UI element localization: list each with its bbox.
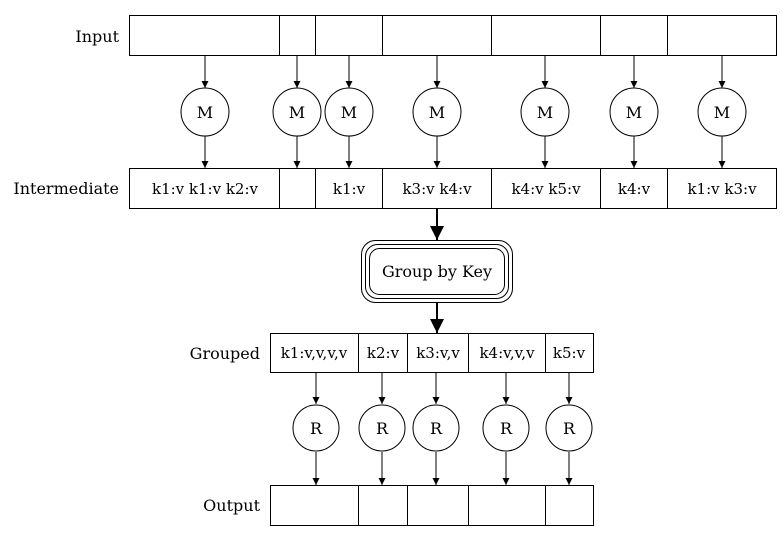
output-cell (270, 485, 359, 526)
output-row-label: Output (203, 496, 260, 515)
input-cell (600, 15, 668, 56)
intermediate-row-label: Intermediate (13, 179, 119, 198)
intermediate-cell-text: k4:v (618, 180, 651, 198)
grouped-cell-text: k4:v,v,v (479, 344, 535, 362)
reduce-node: R (482, 404, 530, 452)
reduce-node: R (292, 404, 340, 452)
intermediate-cell (382, 168, 492, 209)
input-cell (279, 15, 316, 56)
input-row-label: Input (75, 27, 119, 46)
reduce-node-label: R (430, 419, 443, 438)
reduce-node-label: R (500, 419, 513, 438)
grouped-cell-text: k3:v,v (416, 344, 460, 362)
output-cell (407, 485, 469, 526)
input-cell (382, 15, 492, 56)
map-node-label: M (289, 103, 305, 122)
map-edges (201, 56, 726, 168)
grouped-cell-text: k1:v,v,v,v (281, 344, 348, 362)
map-node-label: M (197, 103, 213, 122)
reduce-node: R (545, 404, 593, 452)
intermediate-row: k1:v k1:v k2:v k1:v k3:v k4:v k4:v k5:v … (129, 168, 777, 209)
grouped-cell (468, 333, 546, 373)
grouped-cell-text: k5:v (553, 344, 586, 362)
map-node: M (520, 87, 570, 137)
reduce-node: R (358, 404, 406, 452)
grouped-cell-text: k2:v (367, 344, 400, 362)
map-node-label: M (429, 103, 445, 122)
map-node: M (412, 87, 462, 137)
intermediate-cell-text: k4:v k5:v (511, 180, 581, 198)
map-node: M (180, 87, 230, 137)
grouped-row-label: Grouped (190, 344, 260, 363)
intermediate-cell-text: k1:v k1:v k2:v (152, 180, 259, 198)
output-row (270, 485, 594, 526)
intermediate-cell-text: k1:v (333, 180, 366, 198)
reduce-edges (312, 373, 573, 485)
output-cell (358, 485, 408, 526)
input-row (129, 15, 777, 56)
group-by-key-node: Group by Key (361, 240, 513, 303)
reduce-nodes: R R R R R (292, 404, 593, 452)
intermediate-cell-text: k3:v k4:v (402, 180, 472, 198)
intermediate-cell (667, 168, 777, 209)
map-node-label: M (537, 103, 553, 122)
output-cell (468, 485, 546, 526)
map-node-label: M (626, 103, 642, 122)
map-node-label: M (714, 103, 730, 122)
input-cell (667, 15, 777, 56)
reduce-node: R (412, 404, 460, 452)
map-node: M (272, 87, 322, 137)
intermediate-cell-text: k1:v k3:v (687, 180, 757, 198)
intermediate-cell (315, 168, 383, 209)
reduce-node-label: R (310, 419, 323, 438)
group-by-key-label: Group by Key (382, 262, 492, 281)
intermediate-cell (129, 168, 280, 209)
map-node: M (609, 87, 659, 137)
map-node: M (697, 87, 747, 137)
grouped-cell (545, 333, 594, 373)
map-node: M (324, 87, 374, 137)
output-cell (545, 485, 594, 526)
map-node-label: M (341, 103, 357, 122)
grouped-row: k1:v,v,v,v k2:v k3:v,v k4:v,v,v k5:v (270, 333, 594, 373)
reduce-node-label: R (563, 419, 576, 438)
grouped-cell (270, 333, 359, 373)
input-cell (491, 15, 601, 56)
grouped-cell (358, 333, 408, 373)
input-cell (129, 15, 280, 56)
intermediate-cell (279, 168, 316, 209)
intermediate-cell (600, 168, 668, 209)
map-nodes: M M M M M M M (180, 87, 747, 137)
input-cell (315, 15, 383, 56)
reduce-node-label: R (376, 419, 389, 438)
intermediate-cell (491, 168, 601, 209)
